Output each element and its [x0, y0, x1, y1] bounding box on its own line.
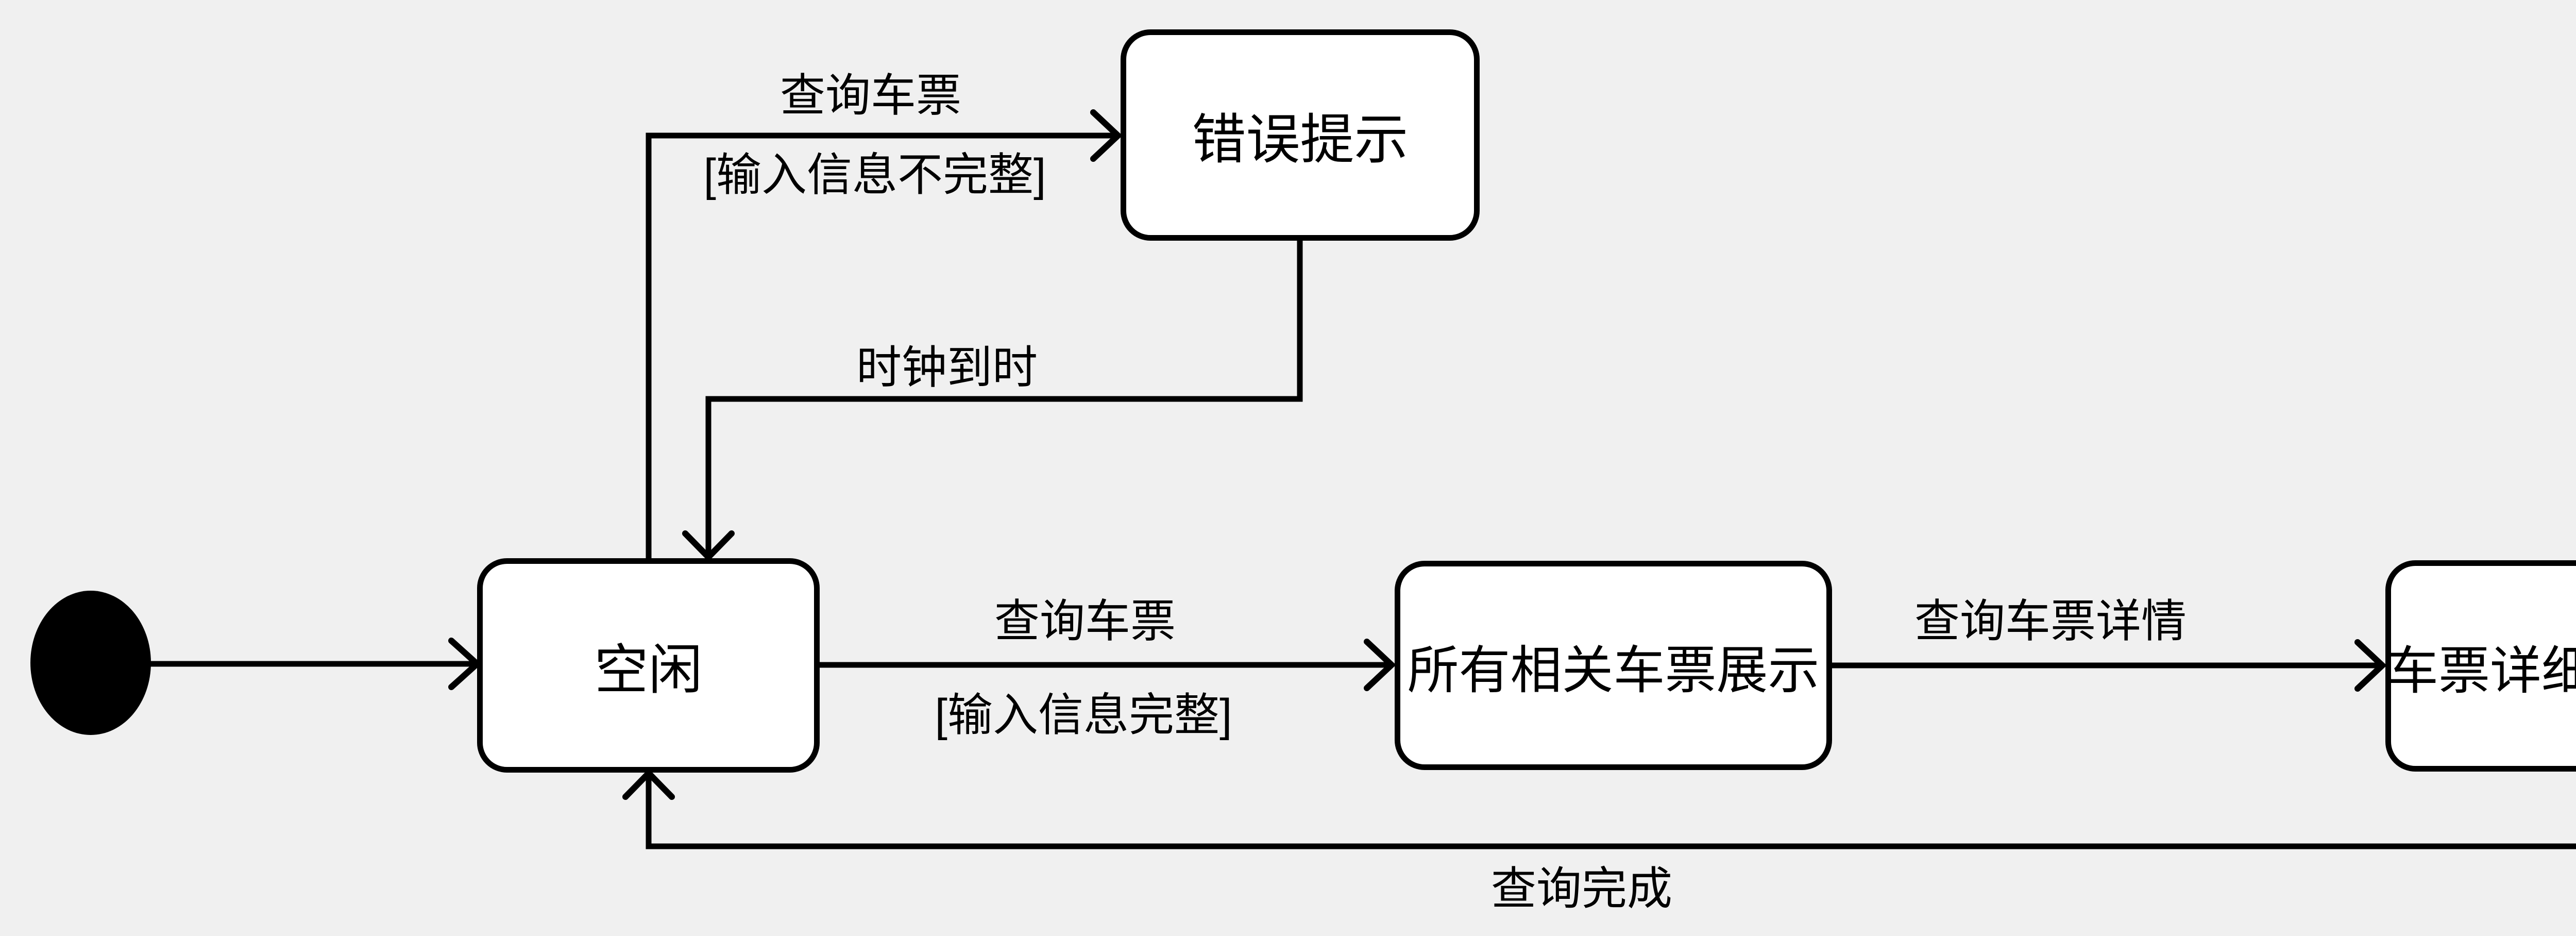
- arrowhead-idle-to-error: [1090, 109, 1123, 162]
- transition-idle-to-error-guard: [输入信息不完整]: [703, 149, 1046, 200]
- wire-detail-to-idle: [646, 775, 2576, 849]
- arrowhead-idle-to-all-tickets: [1364, 639, 1396, 691]
- arrowhead-error-to-idle: [682, 530, 735, 562]
- transition-idle-to-all-tickets-event: 查询车票: [994, 595, 1176, 647]
- transition-all-tickets-to-detail-event: 查询车票详情: [1914, 595, 2187, 647]
- wire-error-to-idle: [705, 235, 1303, 556]
- state-all-tickets: 所有相关车票展示: [1395, 561, 1832, 770]
- wire-idle-to-error: [646, 132, 1117, 562]
- transition-idle-to-error-event: 查询车票: [779, 70, 962, 121]
- arrowhead-all-tickets-to-detail: [2354, 639, 2387, 692]
- transition-error-to-idle-event: 时钟到时: [856, 342, 1038, 393]
- state-idle: 空闲: [477, 558, 820, 773]
- state-idle-label: 空闲: [594, 640, 703, 700]
- transition-detail-to-idle-event: 查询完成: [1490, 863, 1673, 914]
- state-ticket-detail: 车票详细信息展示: [2385, 560, 2576, 772]
- transition-idle-to-all-tickets-guard: [输入信息完整]: [935, 689, 1232, 741]
- state-error-prompt: 错误提示: [1121, 29, 1480, 241]
- arrowhead-detail-to-idle: [622, 768, 675, 800]
- state-error-prompt-label: 错误提示: [1192, 110, 1409, 170]
- state-all-tickets-label: 所有相关车票展示: [1407, 641, 1820, 699]
- state-ticket-detail-label: 车票详细信息展示: [2387, 642, 2576, 700]
- initial-state-node: [30, 591, 151, 735]
